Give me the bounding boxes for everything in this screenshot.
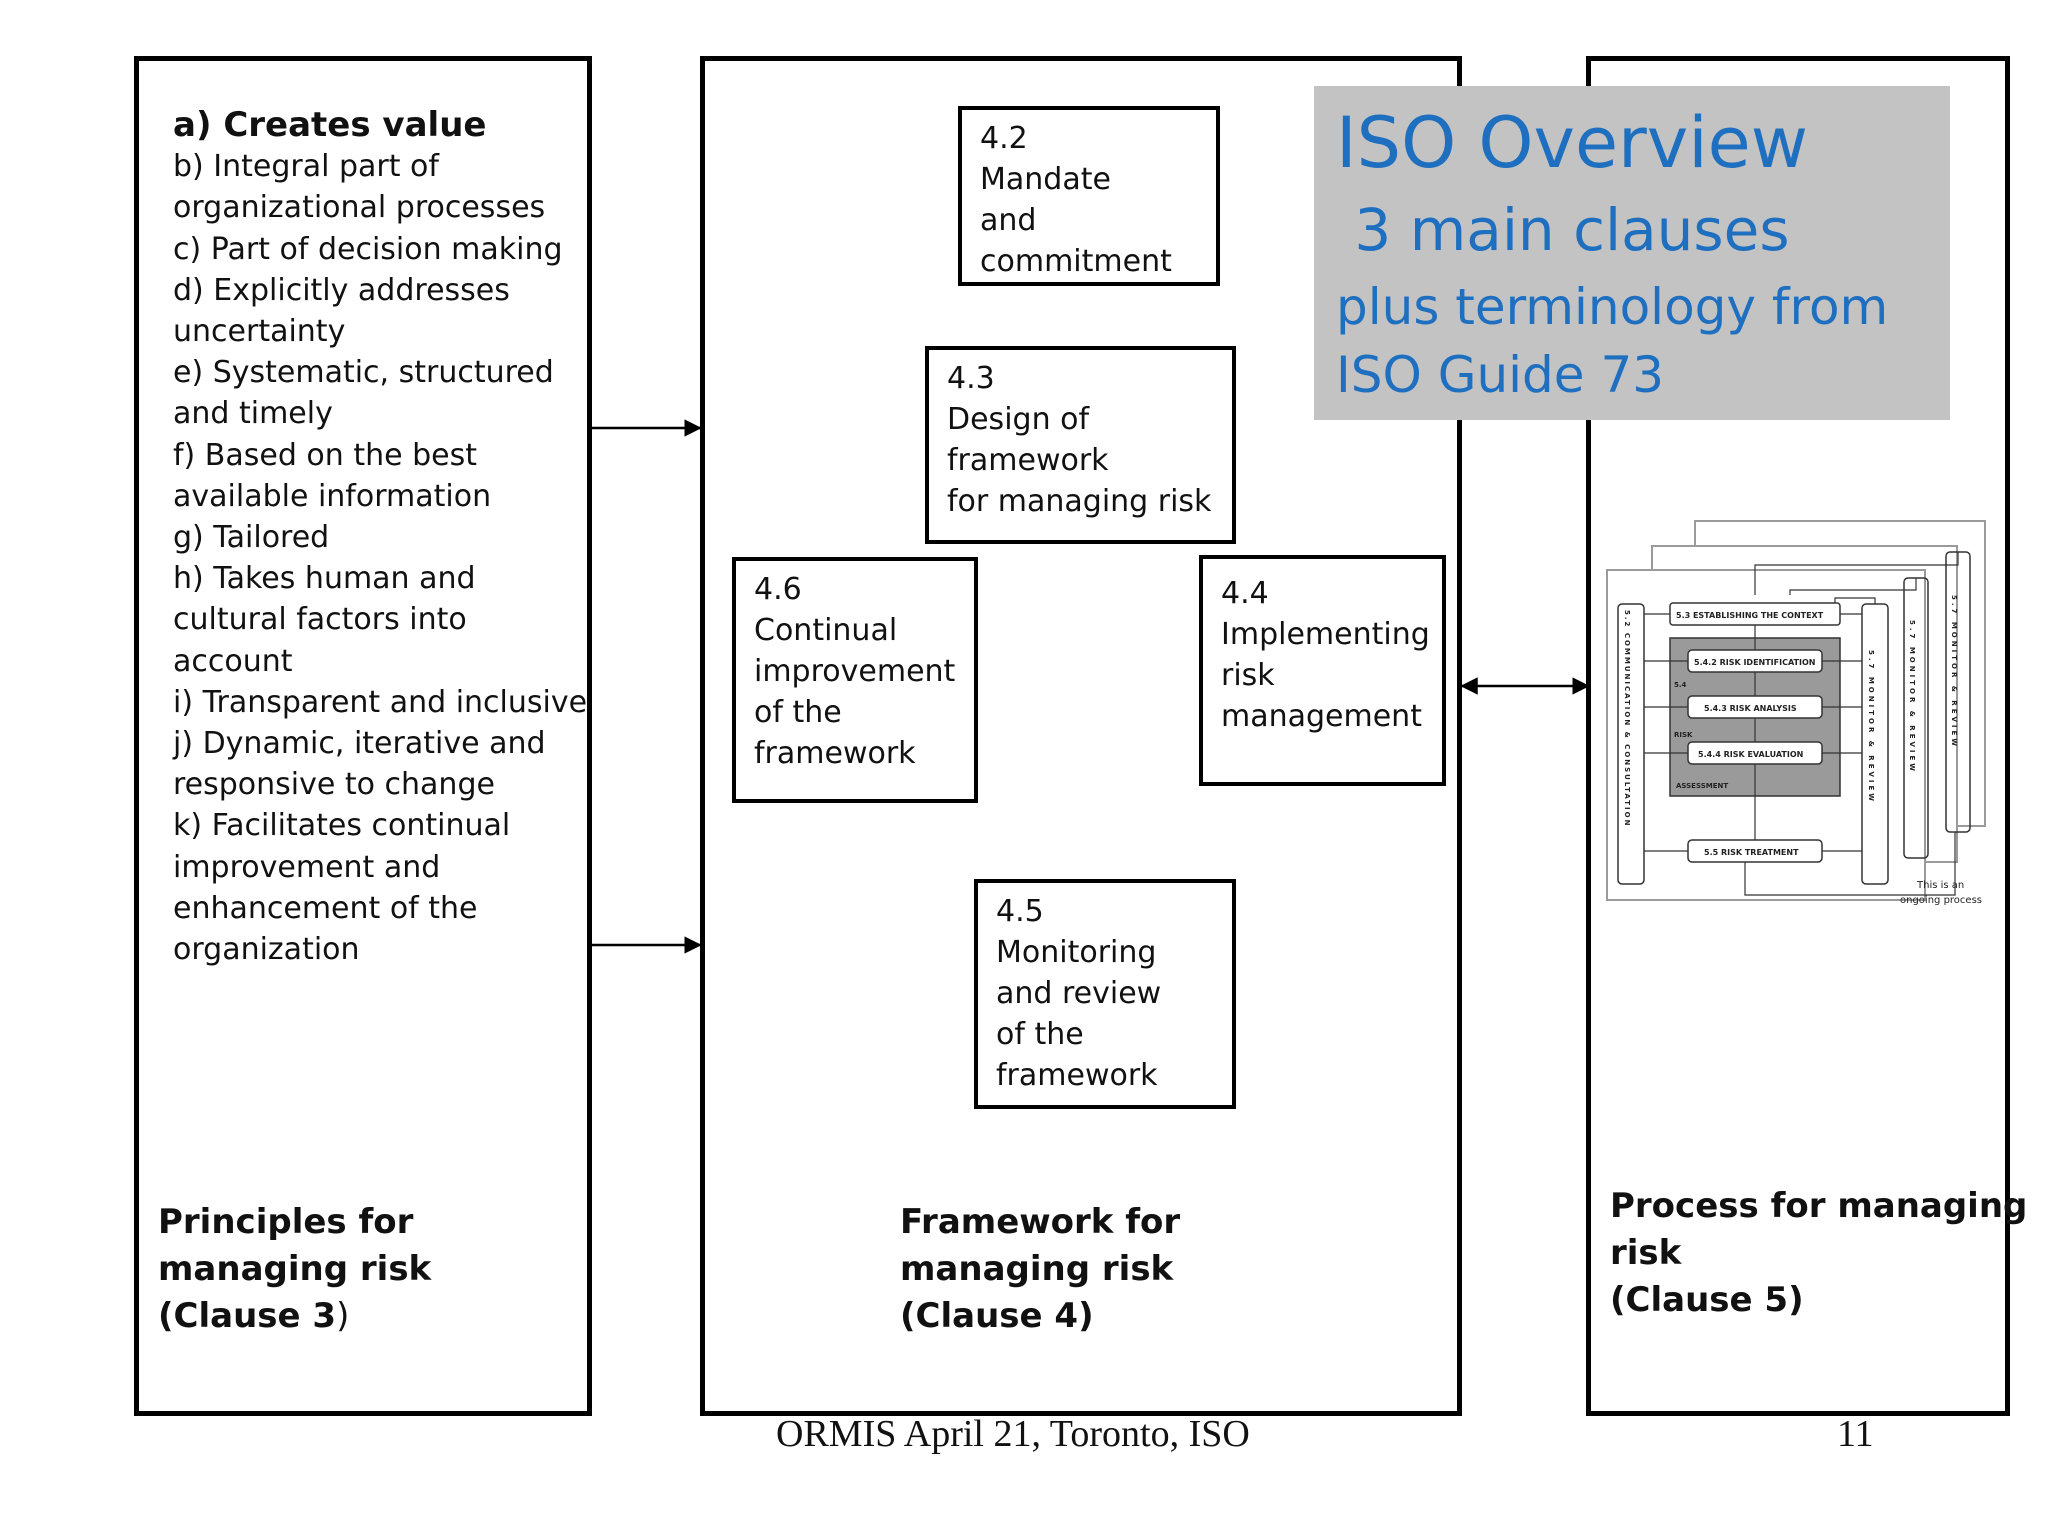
thumbnail-context-label: 5.3 ESTABLISHING THE CONTEXT <box>1676 611 1824 620</box>
principle-item: a) Creates value <box>173 105 487 145</box>
framework-caption: Framework for managing risk (Clause 4) <box>900 1199 1180 1340</box>
caption-line: Process for managing <box>1610 1186 2028 1226</box>
principle-item: enhancement of the <box>173 890 478 926</box>
thumbnail-loop-line <box>1834 597 1876 604</box>
thumbnail-identification-label: 5.4.2 RISK IDENTIFICATION <box>1694 658 1815 667</box>
thumbnail-monitor-label: 5.7 MONITOR & REVIEW <box>1867 650 1875 804</box>
principle-item: organization <box>173 932 360 968</box>
thumbnail-monitor-label-2: 5.7 MONITOR & REVIEW <box>1908 620 1916 774</box>
principle-item: responsive to change <box>173 767 495 803</box>
thumbnail-risk-number-label: 5.4 <box>1674 681 1687 689</box>
iso-overview-box: ISO Overview 3 main clauses plus termino… <box>1314 86 1950 420</box>
box-implementing-risk-management: 4.4 Implementing risk management <box>1199 555 1446 786</box>
thumbnail-note: This is an <box>1916 880 1964 891</box>
principles-caption: Principles for managing risk (Clause 3) <box>158 1199 431 1340</box>
iso-overview-subtitle: 3 main clauses <box>1336 196 1790 264</box>
principle-item: h) Takes human and <box>173 561 476 597</box>
thumbnail-note: ongoing process <box>1900 895 1982 906</box>
principle-item: f) Based on the best <box>173 437 477 473</box>
thumbnail-monitor-label-3: 5.7 MONITOR & REVIEW <box>1950 595 1958 749</box>
principle-item: account <box>173 643 293 679</box>
principle-item: j) Dynamic, iterative and <box>173 726 546 762</box>
caption-line: managing risk <box>158 1249 432 1289</box>
principle-item: organizational processes <box>173 190 546 226</box>
principle-item: b) Integral part of <box>173 149 439 185</box>
page-number: 11 <box>1837 1413 1874 1455</box>
thumbnail-analysis-label: 5.4.3 RISK ANALYSIS <box>1704 704 1797 713</box>
iso-overview-line4: ISO Guide 73 <box>1336 346 1665 404</box>
principle-item: improvement and <box>173 849 441 885</box>
principle-item: and timely <box>173 396 333 432</box>
principle-item: i) Transparent and inclusive <box>173 684 588 720</box>
iso-overview-line3: plus terminology from <box>1336 278 1889 336</box>
principle-item: k) Facilitates continual <box>173 808 511 844</box>
caption-line: (Clause 3) <box>158 1296 350 1336</box>
caption-line: (Clause 5) <box>1610 1280 1804 1320</box>
caption-line: risk <box>1610 1233 1682 1273</box>
principle-item: cultural factors into <box>173 602 467 638</box>
principle-item: available information <box>173 478 492 514</box>
box-design-framework: 4.3 Design of framework for managing ris… <box>925 346 1236 544</box>
thumbnail-loop-line <box>1789 578 1917 595</box>
principle-item: d) Explicitly addresses <box>173 272 510 308</box>
principle-item: g) Tailored <box>173 520 330 556</box>
thumbnail-risk-word-label: RISK <box>1674 731 1693 739</box>
iso-overview-title: ISO Overview <box>1336 102 1808 184</box>
caption-line: managing risk <box>900 1249 1174 1289</box>
box-monitoring-review: 4.5 Monitoring and review of the framewo… <box>974 879 1236 1109</box>
principle-item: c) Part of decision making <box>173 231 563 267</box>
thumbnail-loop-line <box>1744 832 1956 896</box>
thumbnail-treatment-label: 5.5 RISK TREATMENT <box>1704 848 1799 857</box>
thumbnail-evaluation-label: 5.4.4 RISK EVALUATION <box>1698 750 1803 759</box>
principles-list: a) Creates value b) Integral part of org… <box>173 105 587 970</box>
thumbnail-communication-label: 5.2 COMMUNICATION & CONSULTATION <box>1623 610 1631 827</box>
thumbnail-communication-bar <box>1617 603 1645 885</box>
box-continual-improvement: 4.6 Continual improvement of the framewo… <box>732 557 978 803</box>
principles-panel <box>134 56 592 1416</box>
process-caption: Process for managing risk (Clause 5) <box>1610 1183 2027 1324</box>
box-mandate-commitment: 4.2 Mandate and commitment <box>958 106 1220 286</box>
principle-item: e) Systematic, structured <box>173 355 554 391</box>
footer-text: ORMIS April 21, Toronto, ISO <box>776 1413 1250 1455</box>
caption-line: Framework for <box>900 1202 1181 1242</box>
principle-item: uncertainty <box>173 314 346 350</box>
caption-line: (Clause 4) <box>900 1296 1094 1336</box>
thumbnail-loop-line <box>1754 552 1959 595</box>
caption-line: Principles for <box>158 1202 414 1242</box>
thumbnail-assessment-label: ASSESSMENT <box>1676 782 1728 790</box>
